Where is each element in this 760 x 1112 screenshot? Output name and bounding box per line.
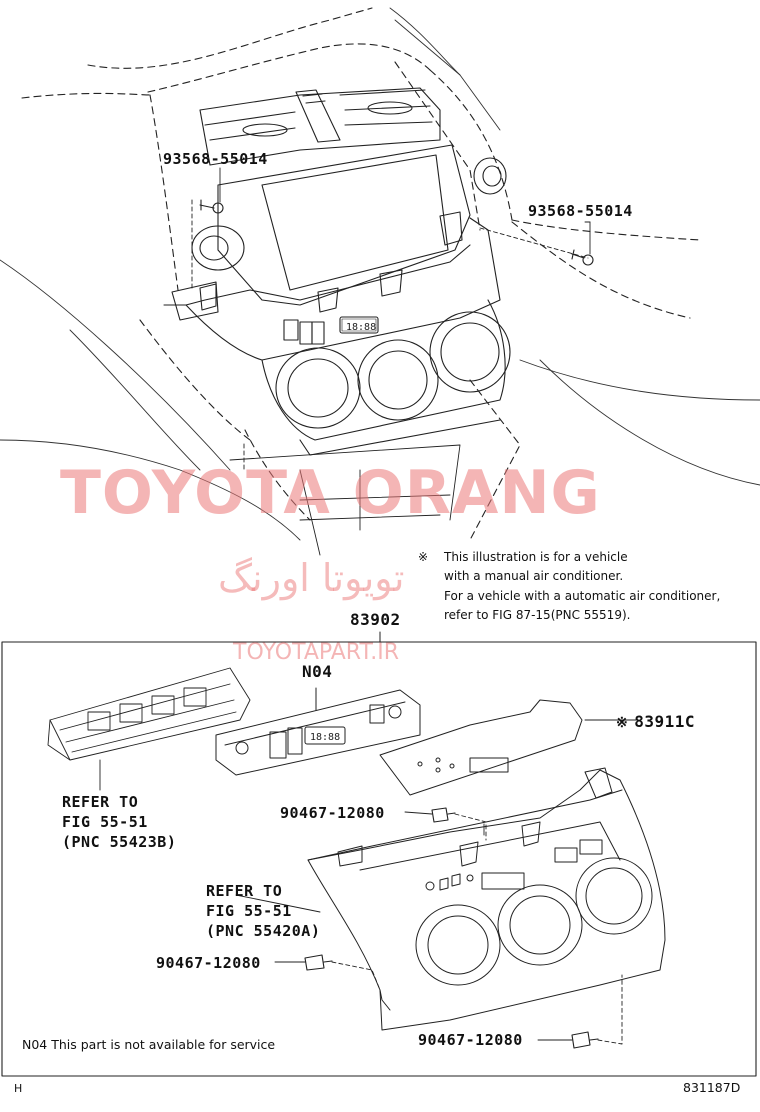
leader-lines-top <box>191 167 591 471</box>
upper-vents <box>199 87 441 166</box>
bolt-left-icon <box>199 199 224 214</box>
clock-display-unit: 18:88 <box>310 732 340 743</box>
dashboard-lines <box>0 7 760 541</box>
side-vents <box>191 157 507 271</box>
n04-control-unit <box>215 687 421 776</box>
note-line1: This illustration is for a vehicle <box>444 550 628 564</box>
dashboard-outline <box>21 7 701 541</box>
refer-a-line2: FIG 55-51 <box>62 813 148 831</box>
note-line2: with a manual air conditioner. <box>444 569 624 583</box>
refer-a-line3: (PNC 55423B) <box>62 833 177 851</box>
upper-center-panel <box>163 144 511 456</box>
watermark-persian: تویوتا اورنگ <box>218 556 405 600</box>
watermark-brand: TOYOTA ORANG <box>60 458 601 528</box>
label-bolt-left: 93568-55014 <box>163 150 268 168</box>
exploded-view-frame <box>1 641 757 1077</box>
bolt-right-icon <box>571 249 594 266</box>
clip-upper-icon <box>431 807 456 823</box>
leader-lines-lower <box>235 811 623 1045</box>
upper-console <box>229 444 461 556</box>
note-line4: refer to FIG 87-15(PNC 55519). <box>444 608 631 622</box>
note-mark: ※ <box>418 550 429 564</box>
face-panel-83911c <box>379 699 637 796</box>
label-panel-83911c: ※ 83911C <box>616 712 695 731</box>
clock-display-top: 18:88 <box>346 322 376 333</box>
panel-number: 83911C <box>634 712 696 731</box>
note-line3: For a vehicle with a automatic air condi… <box>444 589 721 603</box>
refer-b-line3: (PNC 55420A) <box>206 922 321 940</box>
label-bolt-right: 93568-55014 <box>528 202 633 220</box>
label-n04: N04 <box>302 662 333 681</box>
refer-a-line1: REFER TO <box>62 793 139 811</box>
clip-lower-icon <box>571 1031 599 1049</box>
clip-left-icon <box>304 954 333 971</box>
figure-id: 831187D <box>683 1080 741 1095</box>
n04-availability-note: N04 This part is not available for servi… <box>22 1037 276 1052</box>
footer-left-mark: H <box>14 1082 23 1095</box>
lower-console <box>307 767 666 1031</box>
label-clip-left: 90467-12080 <box>156 954 261 972</box>
refer-bracket-left <box>47 667 251 791</box>
refer-b-line2: FIG 55-51 <box>206 902 292 920</box>
panel-mark: ※ <box>616 715 629 731</box>
label-clip-lower: 90467-12080 <box>418 1031 523 1049</box>
label-assembly-83902: 83902 <box>350 610 401 629</box>
label-clip-upper: 90467-12080 <box>280 804 385 822</box>
watermark-site: TOYOTAPART.IR <box>233 640 400 665</box>
refer-b-line1: REFER TO <box>206 882 283 900</box>
